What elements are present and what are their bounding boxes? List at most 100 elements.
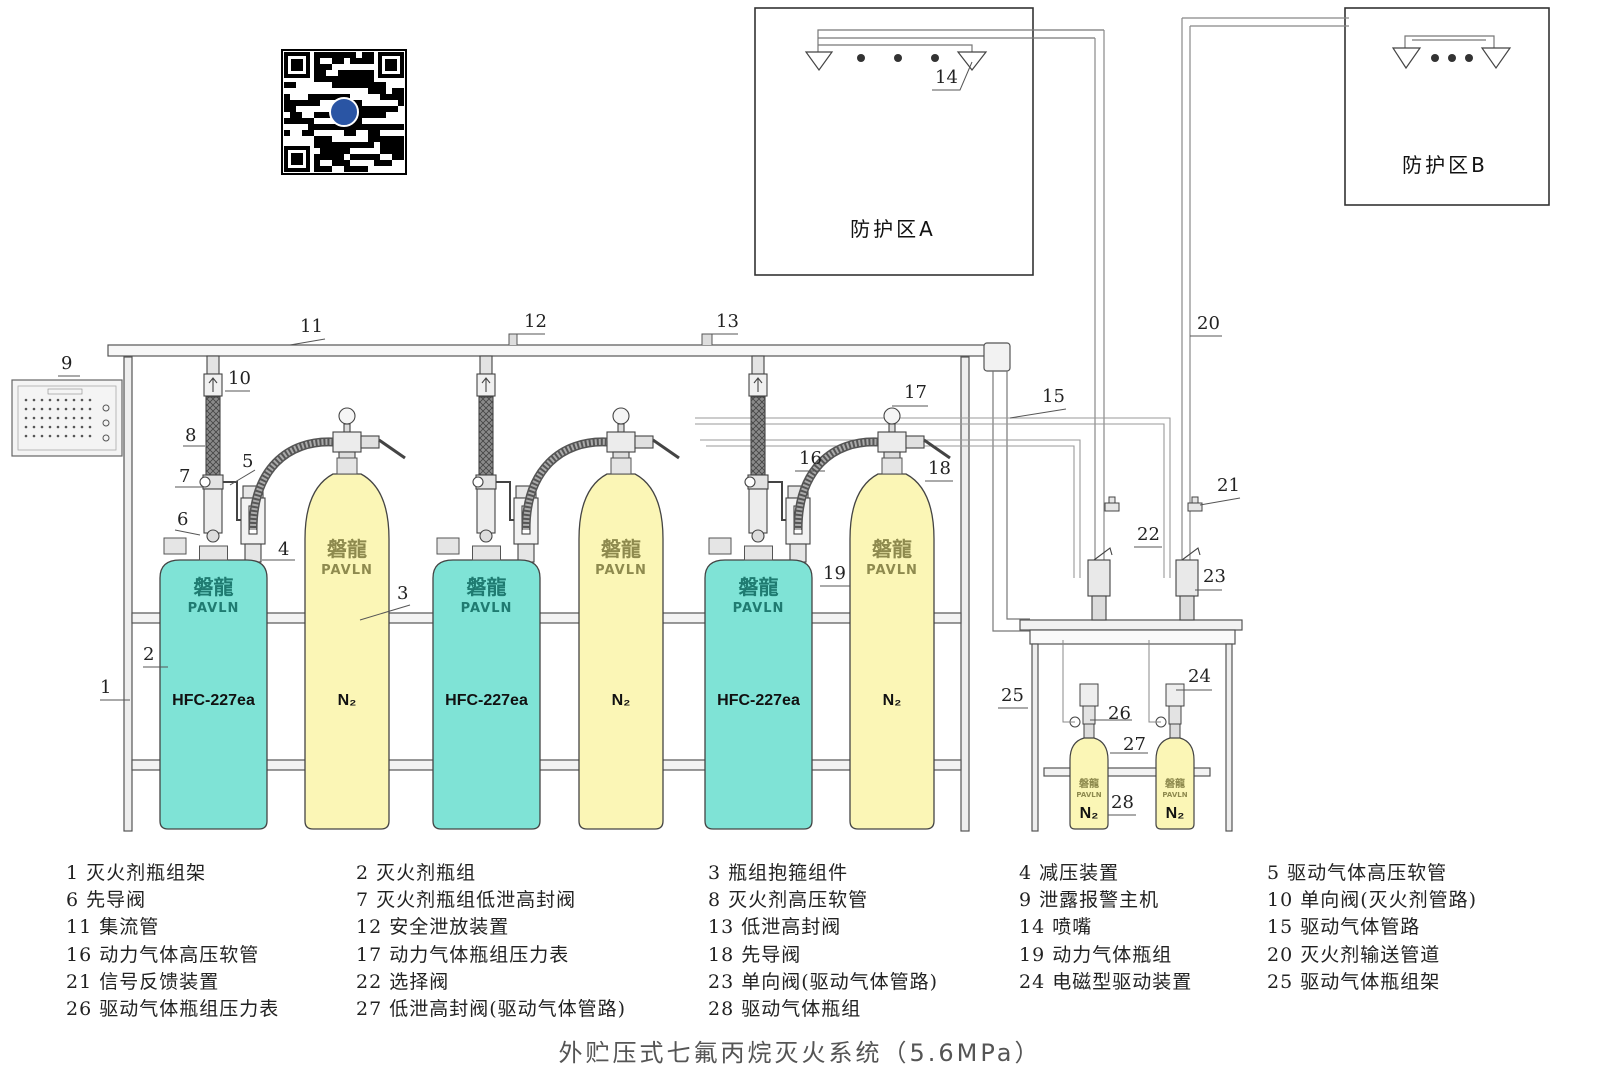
agent-valve-assembly: [744, 355, 769, 543]
legend-item: 23 单向阀(驱动气体管路): [708, 970, 939, 993]
legend-item: 20 灭火剂输送管道: [1267, 943, 1441, 966]
low-leak-high-seal-valve: [701, 333, 713, 345]
callout-number: 17: [904, 382, 927, 403]
callout-number: 11: [300, 316, 323, 337]
callout-number: 21: [1217, 475, 1240, 496]
gas-valve-assembly: [877, 407, 951, 461]
nozzle-icon: [956, 51, 988, 71]
legend-item: 1 灭火剂瓶组架: [66, 862, 207, 884]
agent-label: HFC-227ea: [717, 692, 800, 709]
legend-item: 5 驱动气体高压软管: [1267, 862, 1448, 884]
callout-number: 6: [177, 509, 188, 530]
legend-item: 28 驱动气体瓶组: [708, 997, 862, 1020]
brand-logo: 磐龍: [327, 537, 367, 561]
callout-number: 19: [823, 563, 846, 584]
manifold: [107, 333, 1030, 632]
brand-logo: PAVLN: [1076, 791, 1101, 799]
agent-delivery-pipes: [1094, 17, 1349, 560]
nozzle-icon: [804, 51, 834, 72]
callout-number: 20: [1197, 313, 1220, 334]
legend-item: 13 低泄高封阀: [708, 916, 842, 939]
brand-logo: PAVLN: [595, 563, 647, 578]
page-title: 外贮压式七氟丙烷灭火系统（5.6MPa）: [558, 1039, 1042, 1067]
gas-label: N₂: [1080, 805, 1099, 822]
callout-number: 8: [185, 425, 196, 446]
callout-number: 14: [935, 67, 958, 88]
protection-zone-b: 防护区B: [1344, 7, 1550, 206]
legend-item: 9 泄露报警主机: [1019, 889, 1160, 912]
brand-logo: PAVLN: [188, 601, 240, 616]
agent-label: HFC-227ea: [172, 692, 255, 709]
legend-item: 6 先导阀: [66, 889, 147, 912]
component-legend: 1 灭火剂瓶组架 6 先导阀 11 集流管 16 动力气体高压软管 21 信号反馈装置 2…: [0, 860, 1600, 1030]
callout-number: 1: [100, 677, 111, 698]
brand-logo: PAVLN: [866, 563, 918, 578]
nozzle-icon: [1391, 47, 1422, 70]
legend-item: 16 动力气体高压软管: [66, 943, 260, 966]
gas-cylinder: 磐龍 PAVLN N₂: [578, 457, 664, 830]
gas-label: N₂: [612, 692, 631, 709]
legend-item: 11 集流管: [66, 916, 160, 939]
brand-logo: 磐龍: [601, 537, 641, 561]
brand-logo: 磐龍: [1079, 777, 1099, 790]
brand-logo: 磐龍: [872, 537, 912, 561]
qr-code: [281, 49, 407, 175]
brand-logo: 磐龍: [194, 575, 234, 599]
signal-feedback-devices: [1104, 496, 1203, 512]
brand-logo: PAVLN: [321, 563, 373, 578]
callout-number: 9: [61, 353, 72, 374]
callout-number: 23: [1203, 566, 1226, 587]
callout-number: 27: [1123, 734, 1146, 755]
leak-alarm-host: [11, 379, 123, 457]
legend-item: 15 驱动气体管路: [1267, 916, 1421, 939]
callout-number: 3: [397, 583, 408, 604]
legend-item: 8 灭火剂高压软管: [708, 889, 869, 912]
callout-number: 10: [228, 368, 251, 389]
gas-valve-assembly: [332, 407, 406, 461]
legend-item: 19 动力气体瓶组: [1019, 943, 1173, 966]
gas-label: N₂: [883, 692, 902, 709]
cylinder-rack: [123, 356, 970, 832]
gas-cylinder: 磐龍 PAVLN N₂: [849, 457, 935, 830]
gas-label: N₂: [1166, 805, 1185, 822]
callout-number: 13: [716, 311, 739, 332]
callout-number: 7: [179, 466, 190, 487]
protection-zone-a: 防护区A: [754, 7, 1104, 276]
agent-valve-assembly: [472, 355, 497, 543]
legend-item: 21 信号反馈装置: [66, 970, 220, 993]
legend-item: 10 单向阀(灭火剂管路): [1267, 889, 1478, 912]
callout-number: 16: [799, 448, 822, 469]
legend-item: 7 灭火剂瓶组低泄高封阀: [356, 889, 577, 912]
callout-number: 4: [278, 539, 289, 560]
agent-valve-assembly: [199, 355, 224, 543]
zone-b-label: 防护区B: [1402, 153, 1488, 177]
callout-number: 5: [242, 451, 253, 472]
drive-gas-pipeline: [695, 417, 1171, 578]
legend-item: 2 灭火剂瓶组: [356, 862, 477, 884]
callout-number: 2: [143, 644, 154, 665]
brand-logo: 磐龍: [467, 575, 507, 599]
safety-relief-device: [508, 333, 518, 345]
callout-number: 28: [1111, 792, 1134, 813]
callout-number: 15: [1042, 386, 1065, 407]
legend-item: 18 先导阀: [708, 943, 802, 966]
legend-item: 12 安全泄放装置: [356, 916, 510, 939]
legend-item: 14 喷嘴: [1019, 916, 1093, 939]
brand-logo: PAVLN: [733, 601, 785, 616]
callout-number: 22: [1137, 524, 1160, 545]
nozzle-icon: [1480, 47, 1512, 70]
selector-valves: [1087, 547, 1201, 621]
gas-valve-assembly: [606, 407, 680, 461]
callout-number: 18: [928, 458, 951, 479]
brand-logo: PAVLN: [1162, 791, 1187, 799]
legend-item: 27 低泄高封阀(驱动气体管路): [356, 997, 627, 1020]
zone-a-label: 防护区A: [850, 217, 936, 241]
